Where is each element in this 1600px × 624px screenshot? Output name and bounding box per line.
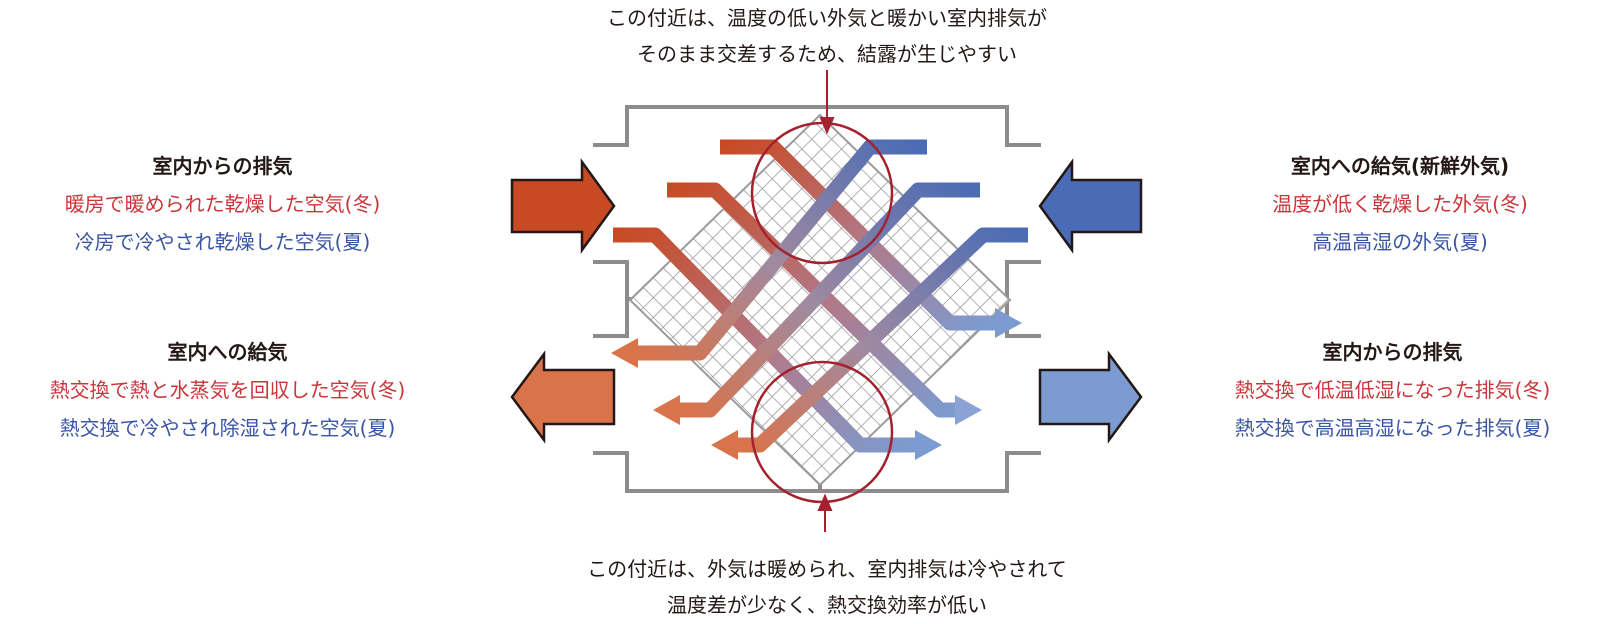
top-note: この付近は、温度の低い外気と暖かい室内排気が そのまま交差するため、結露が生じや… [520, 0, 1134, 72]
top-note-line1: この付近は、温度の低い外気と暖かい室内排気が [607, 6, 1047, 30]
left-bottom-summer: 熱交換で冷やされ除湿された空気(夏) [59, 416, 396, 440]
bottom-note: この付近は、外気は暖められ、室内排気は冷やされて 温度差が少なく、熱交換効率が低… [505, 551, 1149, 623]
left-bottom-heading: 室内への給気 [167, 340, 288, 364]
outdoor-supply-in-arrow [1038, 158, 1143, 254]
right-bottom-labels: 室内からの排気 熱交換で低温低湿になった排気(冬) 熱交換で高温高湿になった排気… [1185, 333, 1600, 447]
right-top-winter: 温度が低く乾燥した外気(冬) [1272, 192, 1528, 216]
left-top-winter: 暖房で暖められた乾燥した空気(冬) [64, 192, 381, 216]
right-bottom-heading: 室内からの排気 [1322, 340, 1463, 364]
top-note-line2: そのまま交差するため、結露が生じやすい [637, 42, 1017, 66]
bottom-note-line1: この付近は、外気は暖められ、室内排気は冷やされて [587, 557, 1067, 581]
cool-airflow-paths [638, 139, 1028, 453]
left-top-labels: 室内からの排気 暖房で暖められた乾燥した空気(冬) 冷房で冷やされ乾燥した空気(… [0, 147, 445, 261]
right-bottom-summer: 熱交換で高温高湿になった排気(夏) [1234, 416, 1551, 440]
left-top-heading: 室内からの排気 [152, 154, 293, 178]
warm-airflow-paths [613, 139, 995, 453]
callout-pointers [817, 70, 835, 532]
warm-arrowheads [915, 308, 1022, 460]
outdoor-exhaust-out-arrow [1038, 350, 1143, 444]
top-highlight-circle [750, 121, 894, 265]
bottom-note-line2: 温度差が少なく、熱交換効率が低い [667, 593, 987, 617]
left-top-summer: 冷房で冷やされ乾燥した空気(夏) [74, 230, 371, 254]
indoor-supply-out-arrow [510, 350, 616, 444]
right-top-summer: 高温高湿の外気(夏) [1312, 230, 1488, 254]
left-bottom-labels: 室内への給気 熱交換で熱と水蒸気を回収した空気(冬) 熱交換で冷やされ除湿された… [0, 333, 455, 447]
cool-arrowheads [611, 338, 738, 460]
indoor-exhaust-in-arrow [510, 158, 616, 254]
right-top-heading: 室内への給気(新鮮外気) [1290, 154, 1510, 178]
right-bottom-winter: 熱交換で低温低湿になった排気(冬) [1234, 378, 1551, 402]
right-top-labels: 室内への給気(新鮮外気) 温度が低く乾燥した外気(冬) 高温高湿の外気(夏) [1200, 147, 1600, 261]
left-bottom-winter: 熱交換で熱と水蒸気を回収した空気(冬) [49, 378, 406, 402]
